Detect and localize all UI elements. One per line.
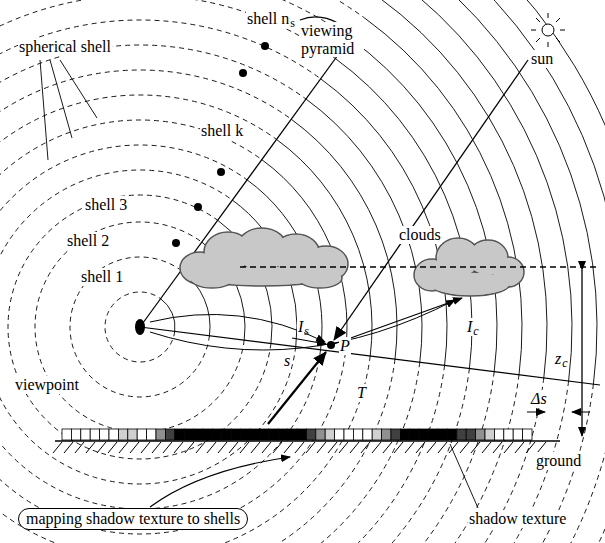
shell-arc-hidden: [0, 0, 519, 543]
shell-arc-hidden: [0, 95, 370, 543]
leader-line: [450, 444, 478, 508]
shell-arc-hidden: [0, 20, 445, 543]
cloud-ray: [334, 298, 462, 344]
ellipsis-dots: [172, 42, 269, 247]
text-label: Δs: [530, 390, 548, 408]
text-label: viewpoint: [14, 376, 80, 394]
shell-arc: [380, 0, 547, 378]
pyramid-edge: [140, 22, 362, 327]
text-label: z: [554, 350, 562, 368]
text-label: shell 1: [80, 268, 124, 286]
subscript-label: c: [472, 325, 479, 338]
distance-arrow: [150, 314, 325, 342]
text-label: shell 2: [66, 232, 110, 250]
shell-arc-hidden: [0, 0, 569, 543]
shell-arc-hidden: [0, 0, 494, 543]
viewpoint-eye: [135, 319, 145, 335]
shell-arc-hidden: [0, 170, 296, 484]
leader-lines: [40, 60, 97, 160]
height-dimension: [581, 270, 582, 436]
text-label: s: [283, 352, 291, 370]
subscript-label: s: [289, 17, 296, 30]
text-label: spherical shell: [18, 38, 112, 56]
shell-arc: [321, 79, 447, 366]
shell-arc-hidden: [0, 0, 544, 543]
text-label: ground: [535, 452, 582, 470]
ground-line: [55, 440, 560, 442]
text-label: T: [356, 384, 367, 402]
text-label: sun: [530, 50, 554, 68]
spacing-arrow: [527, 412, 545, 413]
shadow-texture: [62, 429, 532, 440]
shell-arc: [394, 0, 572, 381]
shell-arc: [335, 59, 472, 369]
shell-arc: [365, 18, 522, 375]
shell-arc-hidden: [0, 145, 321, 509]
text-label: I: [297, 318, 304, 336]
shell-arc: [262, 160, 347, 353]
distance-arrow: [150, 300, 455, 350]
subscript-label: c: [561, 357, 568, 370]
spacing-arrow: [572, 412, 590, 413]
sun-ray: [334, 60, 528, 340]
ground-hatch: [53, 442, 546, 453]
cloud-base-line: [240, 266, 598, 268]
note-text: mapping shadow texture to shells: [26, 510, 240, 527]
shell-arc: [424, 0, 605, 387]
text-label: I: [466, 318, 473, 336]
shell-arc-hidden: [0, 120, 345, 534]
subscript-label: s: [303, 325, 310, 338]
shell-arc: [438, 0, 605, 390]
text-label: clouds: [398, 226, 442, 244]
note-box: mapping shadow texture to shells: [18, 508, 248, 530]
shell-arc-hidden: [8, 195, 271, 459]
sun-symbol: [531, 13, 565, 47]
shell-arc-hidden: [105, 292, 175, 362]
shell-arc: [161, 299, 175, 332]
text-label: shell k: [200, 122, 244, 140]
shell-arc: [350, 38, 497, 371]
text-label: shell n: [246, 10, 290, 28]
mapping-arrow: [268, 352, 326, 424]
point-p: [327, 341, 335, 349]
pointer-arrow: [150, 457, 290, 507]
text-label: viewing pyramid: [300, 22, 364, 57]
shell-arc-hidden: [0, 45, 420, 543]
text-label: shell 3: [84, 196, 128, 214]
text-label: shadow texture: [468, 510, 567, 528]
shell-arc-hidden: [0, 70, 395, 543]
text-label: P: [339, 337, 351, 355]
scatter-arrow: [292, 338, 326, 344]
pyramid-edge: [140, 327, 600, 385]
cloud: [180, 228, 348, 288]
